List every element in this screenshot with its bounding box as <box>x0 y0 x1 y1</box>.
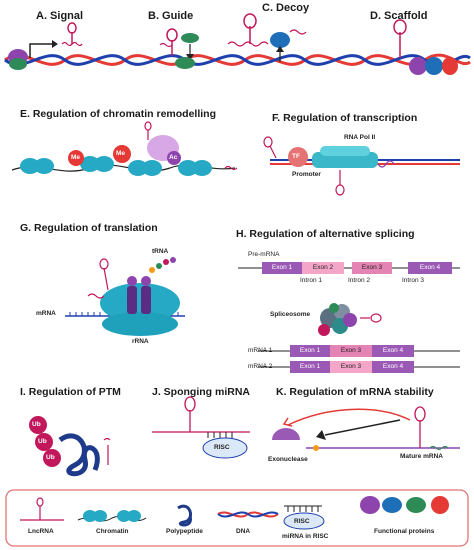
chromatin-illustration <box>11 121 238 176</box>
mrna1-exon3 <box>330 345 372 357</box>
panel-f-title: F. Regulation of transcription <box>272 112 418 124</box>
ac-label: Ac <box>169 154 178 161</box>
intron2-label: Intron 2 <box>348 277 371 284</box>
legend-lncrna: LncRNA <box>28 528 54 535</box>
panel-i-title: I. Regulation of PTM <box>20 386 121 398</box>
mrna2-label: mRNA 2 <box>248 363 273 370</box>
pre-mrna-label: Pre-mRNA <box>248 251 280 258</box>
pre-exon-3 <box>352 262 392 274</box>
mrna2-exon3 <box>330 361 372 373</box>
translation-illustration <box>65 257 185 336</box>
panel-j-title: J. Sponging miRNA <box>152 386 250 398</box>
mature-mrna-label: Mature mRNA <box>400 453 443 460</box>
transcription-illustration <box>263 136 460 196</box>
tf-label: TF <box>292 153 300 160</box>
panel-h-title: H. Regulation of alternative splicing <box>236 228 415 240</box>
pre-exon-1 <box>262 262 302 274</box>
exon4-label: Exon 4 <box>419 264 441 271</box>
legend-icons <box>20 496 449 530</box>
mrna2-exon4 <box>372 361 414 373</box>
rna-pol-label: RNA Pol II <box>344 134 376 141</box>
pre-exon-4 <box>408 262 452 274</box>
exon1-label: Exon 1 <box>271 264 293 271</box>
legend-risc: RISC <box>294 518 310 525</box>
legend-polypeptide: Polypeptide <box>166 528 203 535</box>
mrna-stability-illustration <box>272 406 460 451</box>
spliceosome-label: Spliceosome <box>270 311 311 318</box>
mrna1-exon4 <box>372 345 414 357</box>
mrna1-exon1-label: Exon 1 <box>299 347 321 354</box>
legend-dna: DNA <box>236 528 251 535</box>
legend-box <box>5 489 469 547</box>
me-label-2: Me <box>116 150 126 157</box>
legend-functional-proteins: Functional proteins <box>374 528 435 535</box>
rrna-label: rRNA <box>132 338 149 345</box>
panel-k-title: K. Regulation of mRNA stability <box>276 386 434 398</box>
ub-label-2: Ub <box>38 438 47 445</box>
trna-label: tRNA <box>152 248 169 255</box>
signal-illustration <box>8 22 83 70</box>
mrna-label: mRNA <box>36 310 56 317</box>
panel-b-title: B. Guide <box>148 10 194 22</box>
mrna2-exon4-label: Exon 4 <box>382 363 404 370</box>
mrna2-exon1-label: Exon 1 <box>299 363 321 370</box>
exon3-label: Exon 3 <box>361 264 383 271</box>
dna-helix-top <box>4 53 471 67</box>
promoter-label: Promoter <box>292 171 321 178</box>
mrna1-label: mRNA 1 <box>248 347 273 354</box>
risc-label: RISC <box>214 444 230 451</box>
mrna1-exon3-label: Exon 3 <box>340 347 362 354</box>
intron1-label: Intron 1 <box>300 277 323 284</box>
exonuclease-label: Exonuclease <box>268 456 308 463</box>
ptm-illustration <box>29 416 111 477</box>
pre-exon-2 <box>302 262 344 274</box>
ub-label-1: Ub <box>32 421 41 428</box>
mrna2-exon3-label: Exon 3 <box>340 363 362 370</box>
panel-c-title: C. Decoy <box>262 2 310 14</box>
me-label-1: Me <box>71 154 81 161</box>
mrna2-exon1 <box>290 361 330 373</box>
ub-label-3: Ub <box>46 454 55 461</box>
exon2-label: Exon 2 <box>312 264 334 271</box>
mirna-sponge-illustration <box>152 396 250 459</box>
mrna1-exon4-label: Exon 4 <box>382 347 404 354</box>
panel-d-title: D. Scaffold <box>370 10 428 22</box>
spliceosome-icon <box>318 303 357 336</box>
legend-chromatin: Chromatin <box>96 528 129 535</box>
panel-g-title: G. Regulation of translation <box>20 222 158 234</box>
panel-e-title: E. Regulation of chromatin remodelling <box>20 108 217 120</box>
legend-mirna: miRNA in RISC <box>282 533 329 540</box>
intron3-label: Intron 3 <box>402 277 425 284</box>
guide-illustration <box>159 28 199 69</box>
decoy-illustration <box>227 13 307 62</box>
splicing-illustration <box>238 262 460 373</box>
mrna1-exon1 <box>290 345 330 357</box>
scaffold-illustration <box>393 19 458 75</box>
panel-a-title: A. Signal <box>36 10 84 22</box>
